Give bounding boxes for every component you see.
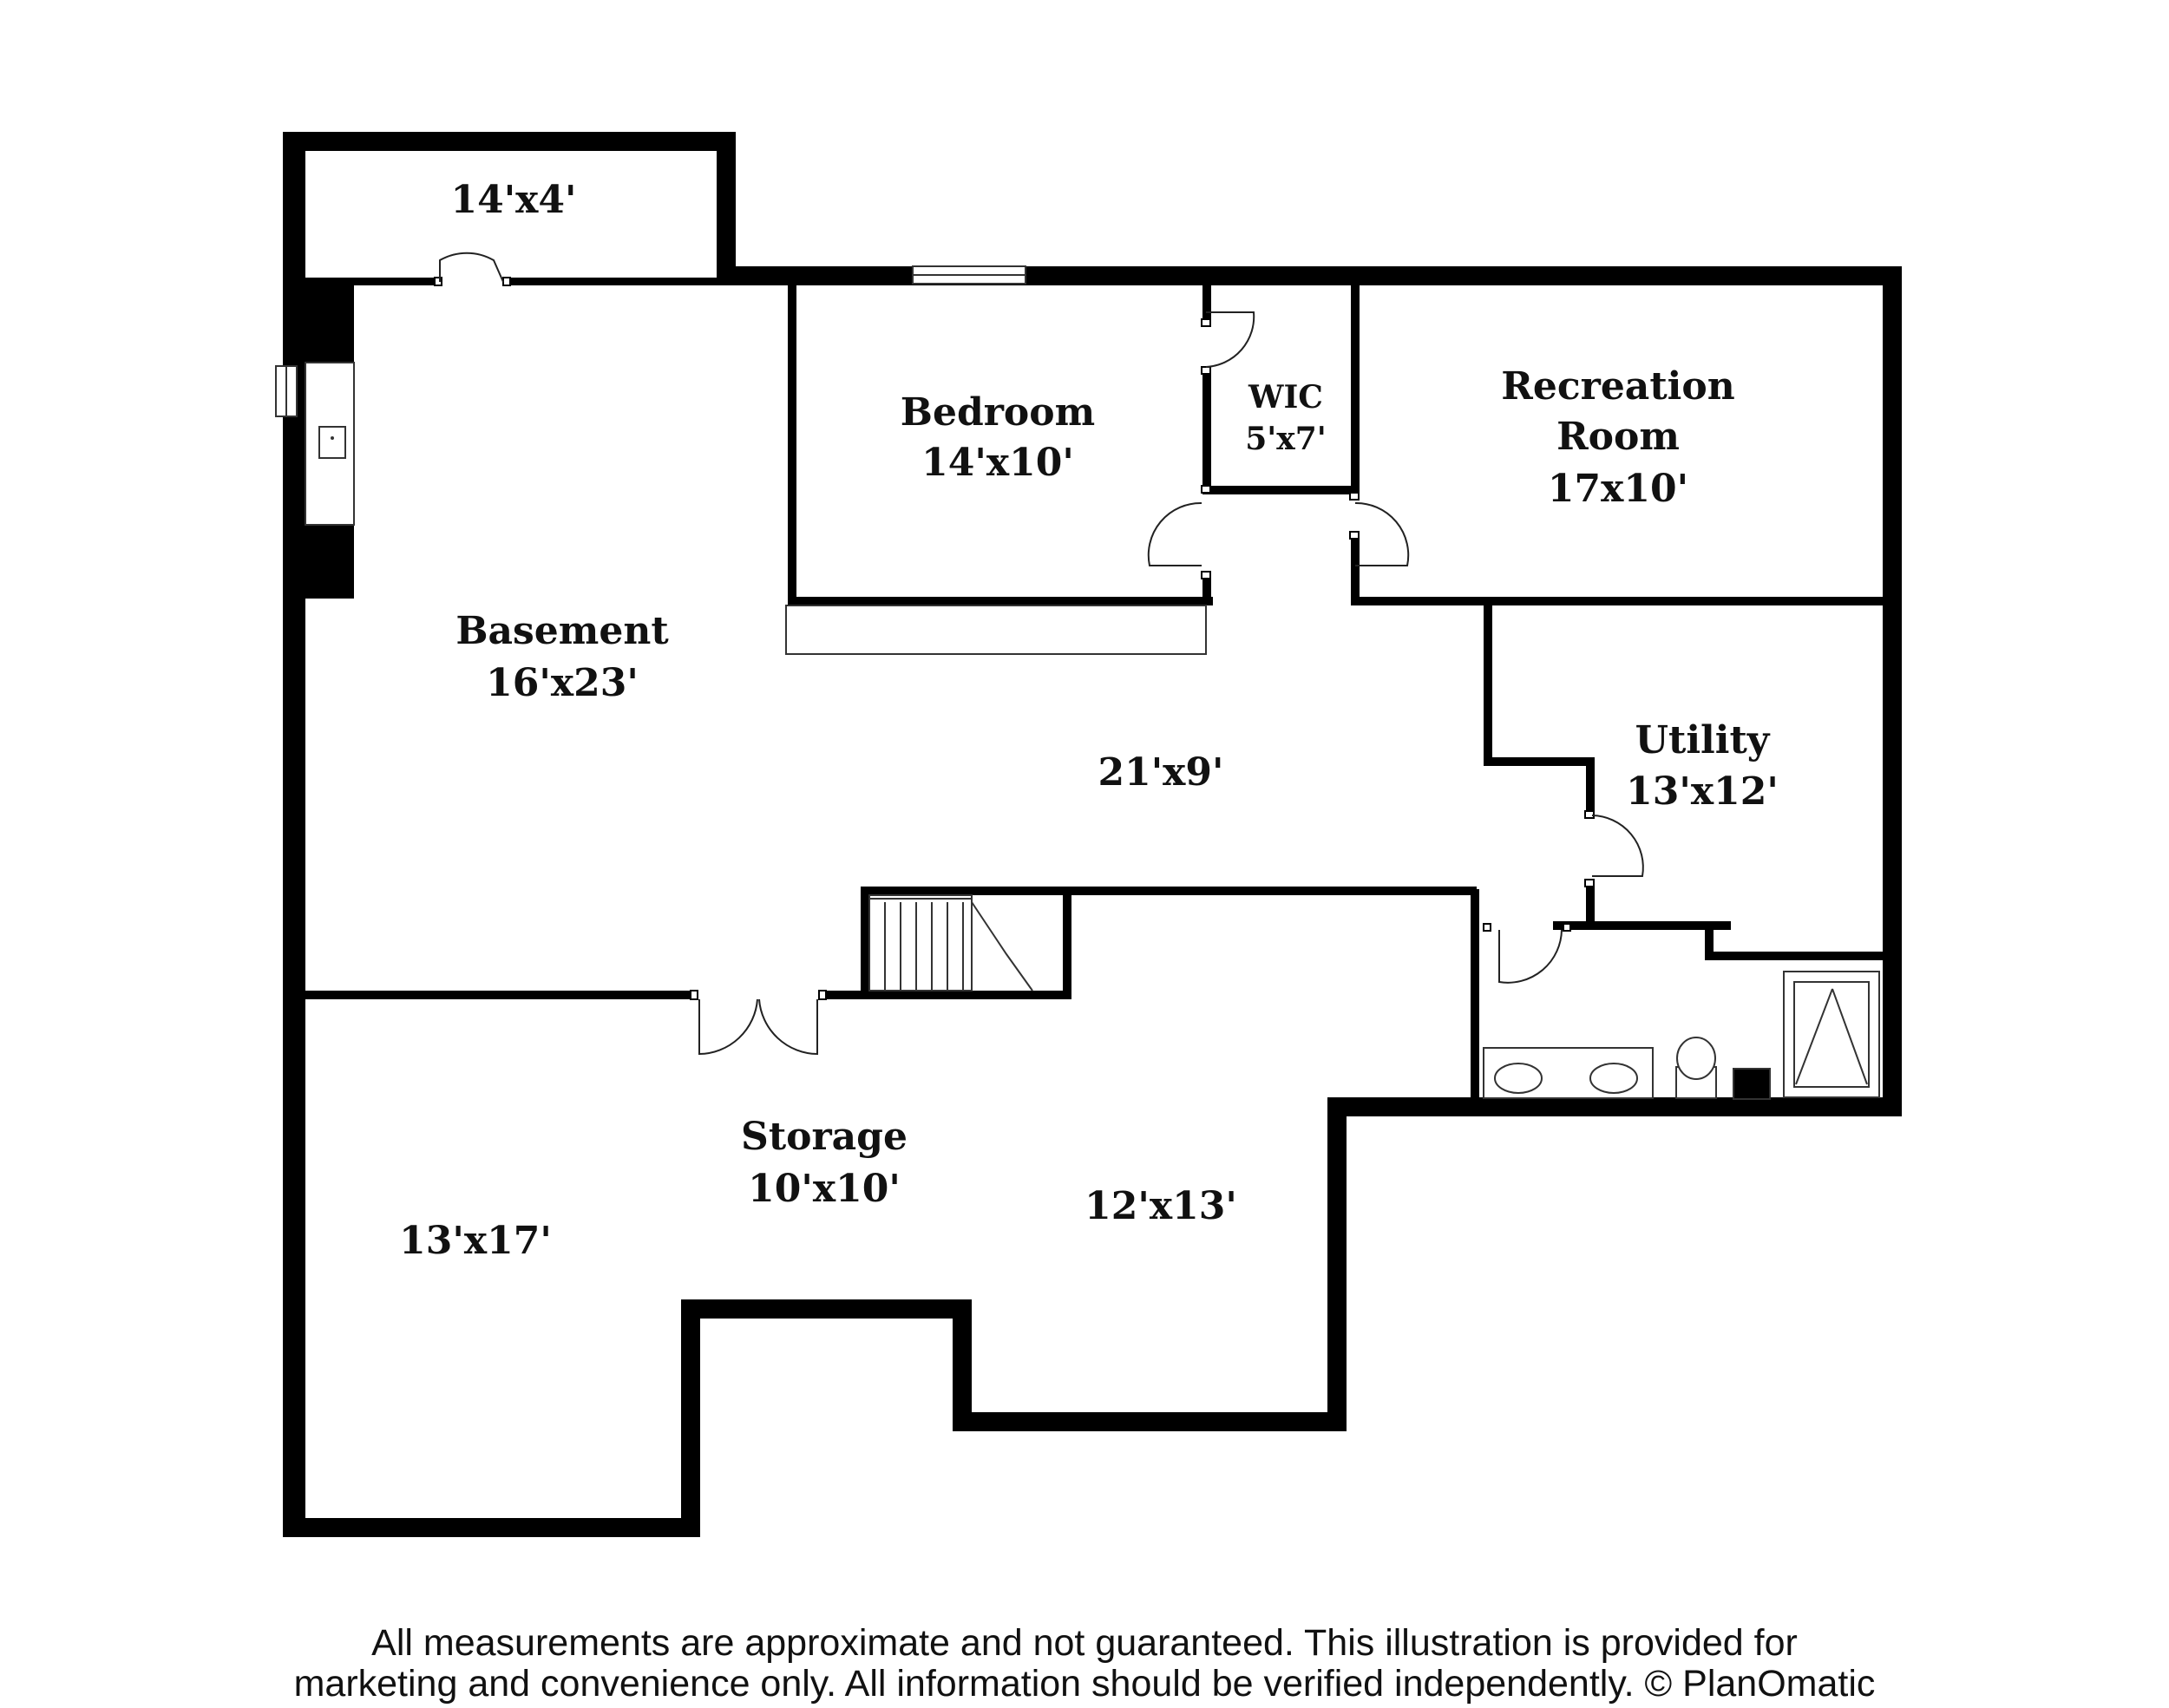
storage-size: 10'x10'	[748, 1167, 901, 1211]
storage-double-door	[698, 998, 818, 1056]
wall-end-caps	[434, 277, 1595, 1000]
recreation-name-line1: Recreation	[1501, 364, 1734, 409]
storage-east-size: 12'x13'	[1084, 1184, 1237, 1228]
basement-name: Basement	[455, 609, 669, 653]
wic-name: WIC	[1248, 379, 1323, 416]
west-wall-fixtures	[305, 280, 355, 599]
recreation-name-line2: Room	[1556, 415, 1680, 459]
bedroom-door	[1147, 501, 1202, 566]
toilet-bowl-icon	[1676, 1037, 1716, 1080]
bar-sink-icon	[318, 426, 346, 459]
bedroom-name: Bedroom	[901, 390, 1095, 435]
disclaimer-line-1: All measurements are approximate and not…	[371, 1622, 1798, 1664]
basement-size: 16'x23'	[486, 661, 639, 705]
cabinet-block	[1733, 1068, 1771, 1100]
utility-size: 13'x12'	[1626, 769, 1779, 814]
interior-walls	[305, 278, 1883, 1097]
closet-size: 14'x4'	[450, 178, 576, 222]
room-labels: 14'x4' Bedroom 14'x10' WIC 5'x7' Recreat…	[399, 178, 1779, 1263]
bath-door	[1498, 929, 1563, 984]
bedroom-closet-door	[1205, 311, 1255, 368]
hall-size: 21'x9'	[1098, 750, 1223, 795]
exterior-walls	[283, 132, 1902, 1537]
windows	[275, 265, 1207, 655]
bedroom-size: 14'x10'	[921, 441, 1074, 485]
recreation-door	[1354, 501, 1410, 566]
chimney-block-south	[305, 525, 354, 599]
doors	[439, 252, 1644, 1056]
stairs	[868, 894, 1033, 991]
closet-door	[439, 252, 504, 283]
recreation-size: 17x10'	[1548, 467, 1688, 511]
utility-door	[1591, 815, 1644, 877]
utility-name: Utility	[1635, 718, 1771, 762]
storage-west-size: 13'x17'	[399, 1219, 552, 1263]
sink-icon	[1589, 1063, 1638, 1094]
disclaimer-line-2: marketing and convenience only. All info…	[293, 1663, 1876, 1705]
bathroom-fixtures	[1483, 971, 1880, 1100]
chimney-block-north	[305, 280, 354, 363]
storage-name: Storage	[741, 1115, 908, 1159]
sink-icon	[1494, 1063, 1543, 1094]
wic-size: 5'x7'	[1245, 421, 1327, 457]
